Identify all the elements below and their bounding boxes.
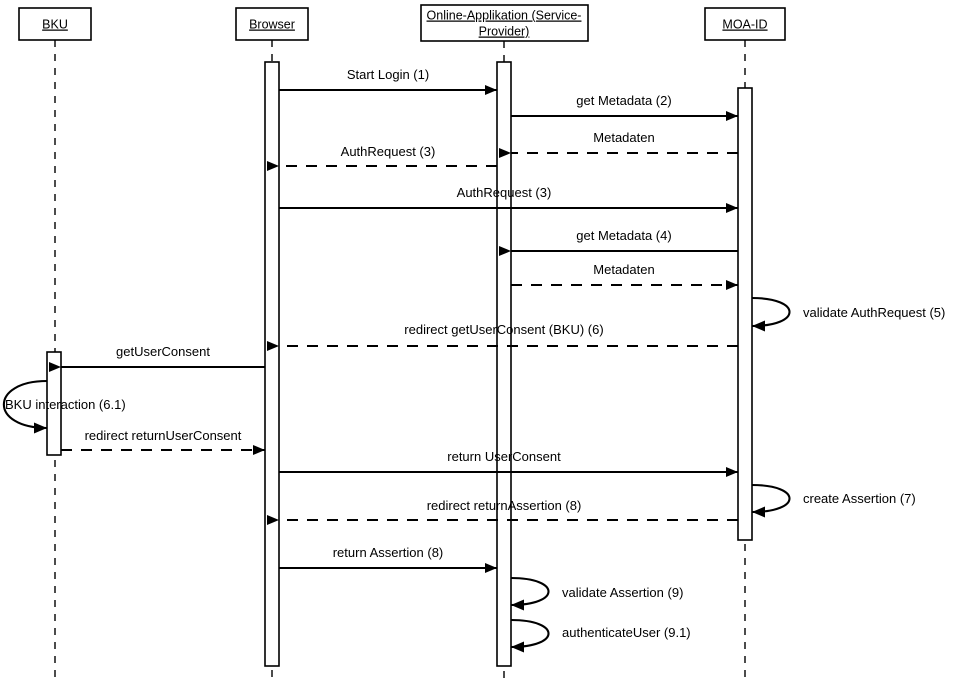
lifeline-label-browser: Browser [249,18,295,32]
message-label-m10: getUserConsent [116,344,210,359]
activation-bar-oa[interactable] [496,61,512,667]
message-label-m5: AuthRequest (3) [457,185,552,200]
self-message-arc-s1 [751,296,791,332]
message-m1[interactable]: Start Login (1) [279,67,497,95]
messages-layer: Start Login (1) get Metadata (2) Metadaten… [49,67,738,573]
self-message-s5[interactable]: authenticateUser (9.1) [510,618,691,653]
message-m6[interactable]: get Metadata (4) [499,228,738,256]
lifeline-header-box-moaid[interactable] [704,7,786,41]
self-message-arc-s3 [751,483,791,518]
self-message-label-s4: validate Assertion (9) [562,585,683,600]
self-message-s3[interactable]: create Assertion (7) [751,483,916,518]
activation-bar-bku[interactable] [46,351,62,456]
message-label-m2: get Metadata (2) [576,93,671,108]
message-m9[interactable]: redirect getUserConsent (BKU) (6) [267,322,738,351]
lifeline-label-oa: Online-Applikation (Service- [427,9,582,23]
message-label-m9: redirect getUserConsent (BKU) (6) [404,322,603,337]
message-label-m7: Metadaten [593,262,654,277]
self-message-arc-s4 [510,576,550,611]
self-message-arc-s5 [510,618,550,653]
activation-bar-browser[interactable] [264,61,280,667]
message-m3[interactable]: Metadaten [499,130,738,158]
self-message-s1[interactable]: validate AuthRequest (5) [751,296,945,332]
message-m12[interactable]: redirect returnUserConsent [61,428,265,455]
self-message-s4[interactable]: validate Assertion (9) [510,576,683,611]
self-message-s2[interactable]: BKU interaction (6.1) [3,379,126,434]
message-m2[interactable]: get Metadata (2) [511,93,738,121]
message-m7[interactable]: Metadaten [511,262,738,290]
lifeline-header-box-oa[interactable] [420,4,589,42]
message-m15[interactable]: redirect returnAssertion (8) [267,498,738,525]
lifeline-label-moaid: MOA-ID [722,18,767,32]
lifeline-bku[interactable]: BKU [18,7,92,681]
message-label-m4: AuthRequest (3) [341,144,436,159]
lifeline-moaid[interactable]: MOA-ID [704,7,786,681]
message-m16[interactable]: return Assertion (8) [279,545,497,573]
lifeline-label-oa: Provider) [479,25,530,39]
self-message-arc-s2 [3,379,48,434]
message-label-m13: return UserConsent [447,449,561,464]
self-message-label-s1: validate AuthRequest (5) [803,305,945,320]
message-label-m12: redirect returnUserConsent [85,428,242,443]
self-message-label-s3: create Assertion (7) [803,491,916,506]
lifeline-label-bku: BKU [42,18,68,32]
message-label-m16: return Assertion (8) [333,545,444,560]
self-message-label-s5: authenticateUser (9.1) [562,625,691,640]
lifeline-header-box-bku[interactable] [18,7,92,41]
message-m13[interactable]: return UserConsent [279,449,738,477]
self-message-label-s2: BKU interaction (6.1) [5,397,126,412]
message-label-m1: Start Login (1) [347,67,429,82]
message-label-m15: redirect returnAssertion (8) [427,498,582,513]
message-label-m6: get Metadata (4) [576,228,671,243]
self-messages-layer: validate AuthRequest (5) BKU interaction … [3,296,945,653]
message-m4[interactable]: AuthRequest (3) [267,144,497,171]
activation-bar-moaid[interactable] [737,87,753,541]
lifeline-header-box-browser[interactable] [235,7,309,41]
message-label-m3: Metadaten [593,130,654,145]
message-m10[interactable]: getUserConsent [49,344,265,372]
message-m5[interactable]: AuthRequest (3) [279,185,738,213]
